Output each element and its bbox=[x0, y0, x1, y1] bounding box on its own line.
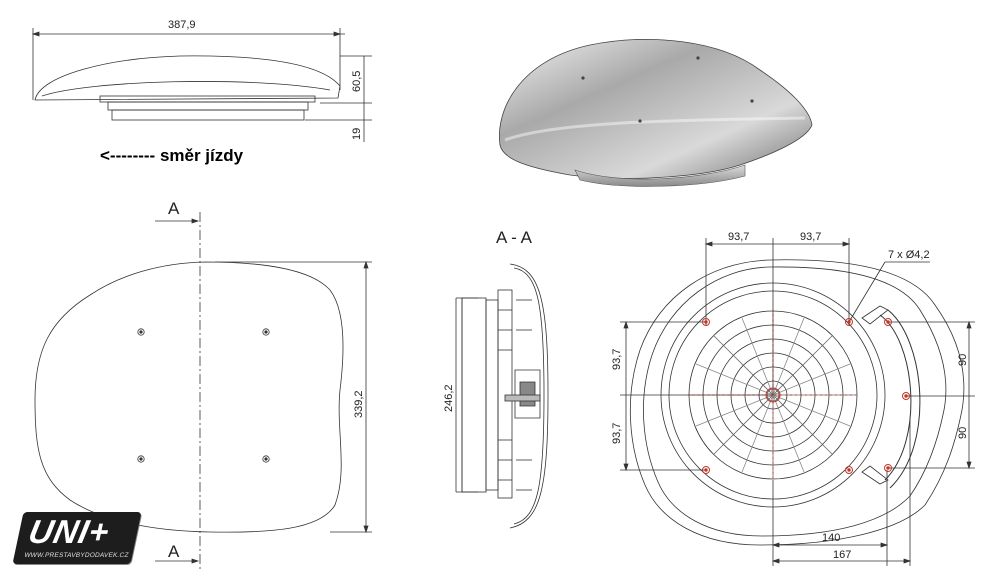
right-lower-dimension: 90 bbox=[957, 427, 969, 439]
logo-url: WWW.PRESTAVBYDODAVEK.CZ bbox=[23, 552, 130, 559]
section-mark-top: A bbox=[168, 199, 180, 218]
depth-dimension: 339,2 bbox=[353, 390, 365, 418]
right-upper-dimension: 90 bbox=[957, 354, 969, 366]
render-3d bbox=[498, 39, 813, 187]
plan-view bbox=[34, 212, 372, 572]
upper-vertical-dimension: 93,7 bbox=[611, 349, 623, 370]
height-dimension: 60,5 bbox=[351, 71, 363, 92]
logo-text: UNI+ bbox=[25, 513, 114, 550]
driving-direction-label: <-------- směr jízdy bbox=[100, 146, 244, 165]
mounting-hole-icon bbox=[690, 312, 910, 478]
uni-plus-logo: UNI+ WWW.PRESTAVBYDODAVEK.CZ bbox=[12, 512, 142, 564]
right-spacing-dimension: 93,7 bbox=[800, 231, 821, 243]
outer-width-dimension: 167 bbox=[833, 549, 851, 561]
width-dimension: 387,9 bbox=[168, 19, 196, 31]
side-view bbox=[31, 28, 372, 142]
inner-width-dimension: 140 bbox=[822, 532, 840, 544]
lower-vertical-dimension: 93,7 bbox=[611, 423, 623, 444]
section-view bbox=[455, 263, 549, 529]
section-title: A - A bbox=[496, 228, 533, 247]
left-spacing-dimension: 93,7 bbox=[728, 231, 749, 243]
holes-callout: 7 x Ø4,2 bbox=[888, 249, 930, 261]
bottom-view bbox=[620, 238, 975, 566]
section-height-dimension: 246,2 bbox=[443, 384, 455, 412]
section-mark-bottom: A bbox=[168, 542, 180, 561]
base-dimension: 19 bbox=[351, 128, 363, 140]
